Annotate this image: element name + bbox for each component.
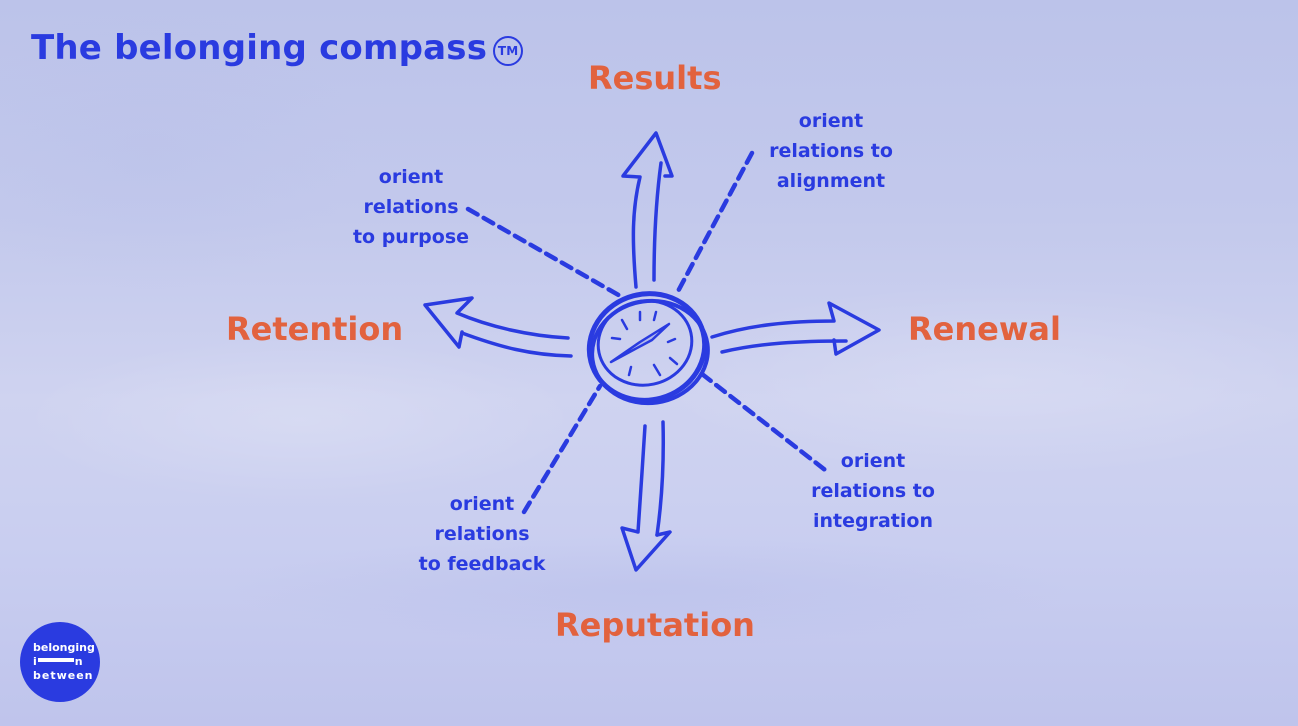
- trademark-badge: TM: [493, 36, 524, 66]
- orient-line: relations: [363, 196, 459, 218]
- title-text: The belonging compass: [31, 28, 488, 68]
- orient-line: to feedback: [418, 553, 546, 575]
- connector-alignment: [673, 150, 755, 298]
- orient-line: alignment: [776, 170, 886, 192]
- orient-line: orient: [378, 166, 444, 188]
- orient-line: integration: [813, 510, 933, 532]
- orient-line: orient: [840, 450, 906, 472]
- orient-line: orient: [449, 493, 515, 515]
- logo-letter-i: i: [33, 655, 37, 668]
- orient-purpose-label: orient relations to purpose: [350, 162, 472, 252]
- orient-line: orient: [798, 110, 864, 132]
- arrow-up-results: [621, 131, 674, 289]
- orient-alignment-label: orient relations to alignment: [766, 106, 896, 196]
- connector-purpose: [465, 206, 625, 300]
- arrow-left-retention: [423, 296, 573, 358]
- orient-line: relations to: [811, 480, 935, 502]
- orient-line: relations: [434, 523, 530, 545]
- connector-feedback: [521, 383, 603, 515]
- orient-line: relations to: [769, 140, 893, 162]
- outcome-retention: Retention: [226, 310, 404, 348]
- arrow-right-renewal: [710, 301, 881, 356]
- logo-line-1: belonging: [33, 641, 95, 654]
- logo-line-3: between: [33, 669, 94, 682]
- orient-feedback-label: orient relations to feedback: [414, 489, 550, 579]
- outcome-results: Results: [588, 59, 722, 97]
- arrow-down-reputation: [620, 420, 672, 572]
- outcome-renewal: Renewal: [908, 310, 1061, 348]
- compass-icon: [586, 291, 710, 406]
- logo-bar: [37, 658, 74, 662]
- outcome-reputation: Reputation: [555, 606, 755, 644]
- orient-line: to purpose: [352, 226, 470, 248]
- logo-letter-n: n: [74, 655, 83, 668]
- connector-integration: [699, 371, 832, 476]
- orient-integration-label: orient relations to integration: [806, 446, 940, 536]
